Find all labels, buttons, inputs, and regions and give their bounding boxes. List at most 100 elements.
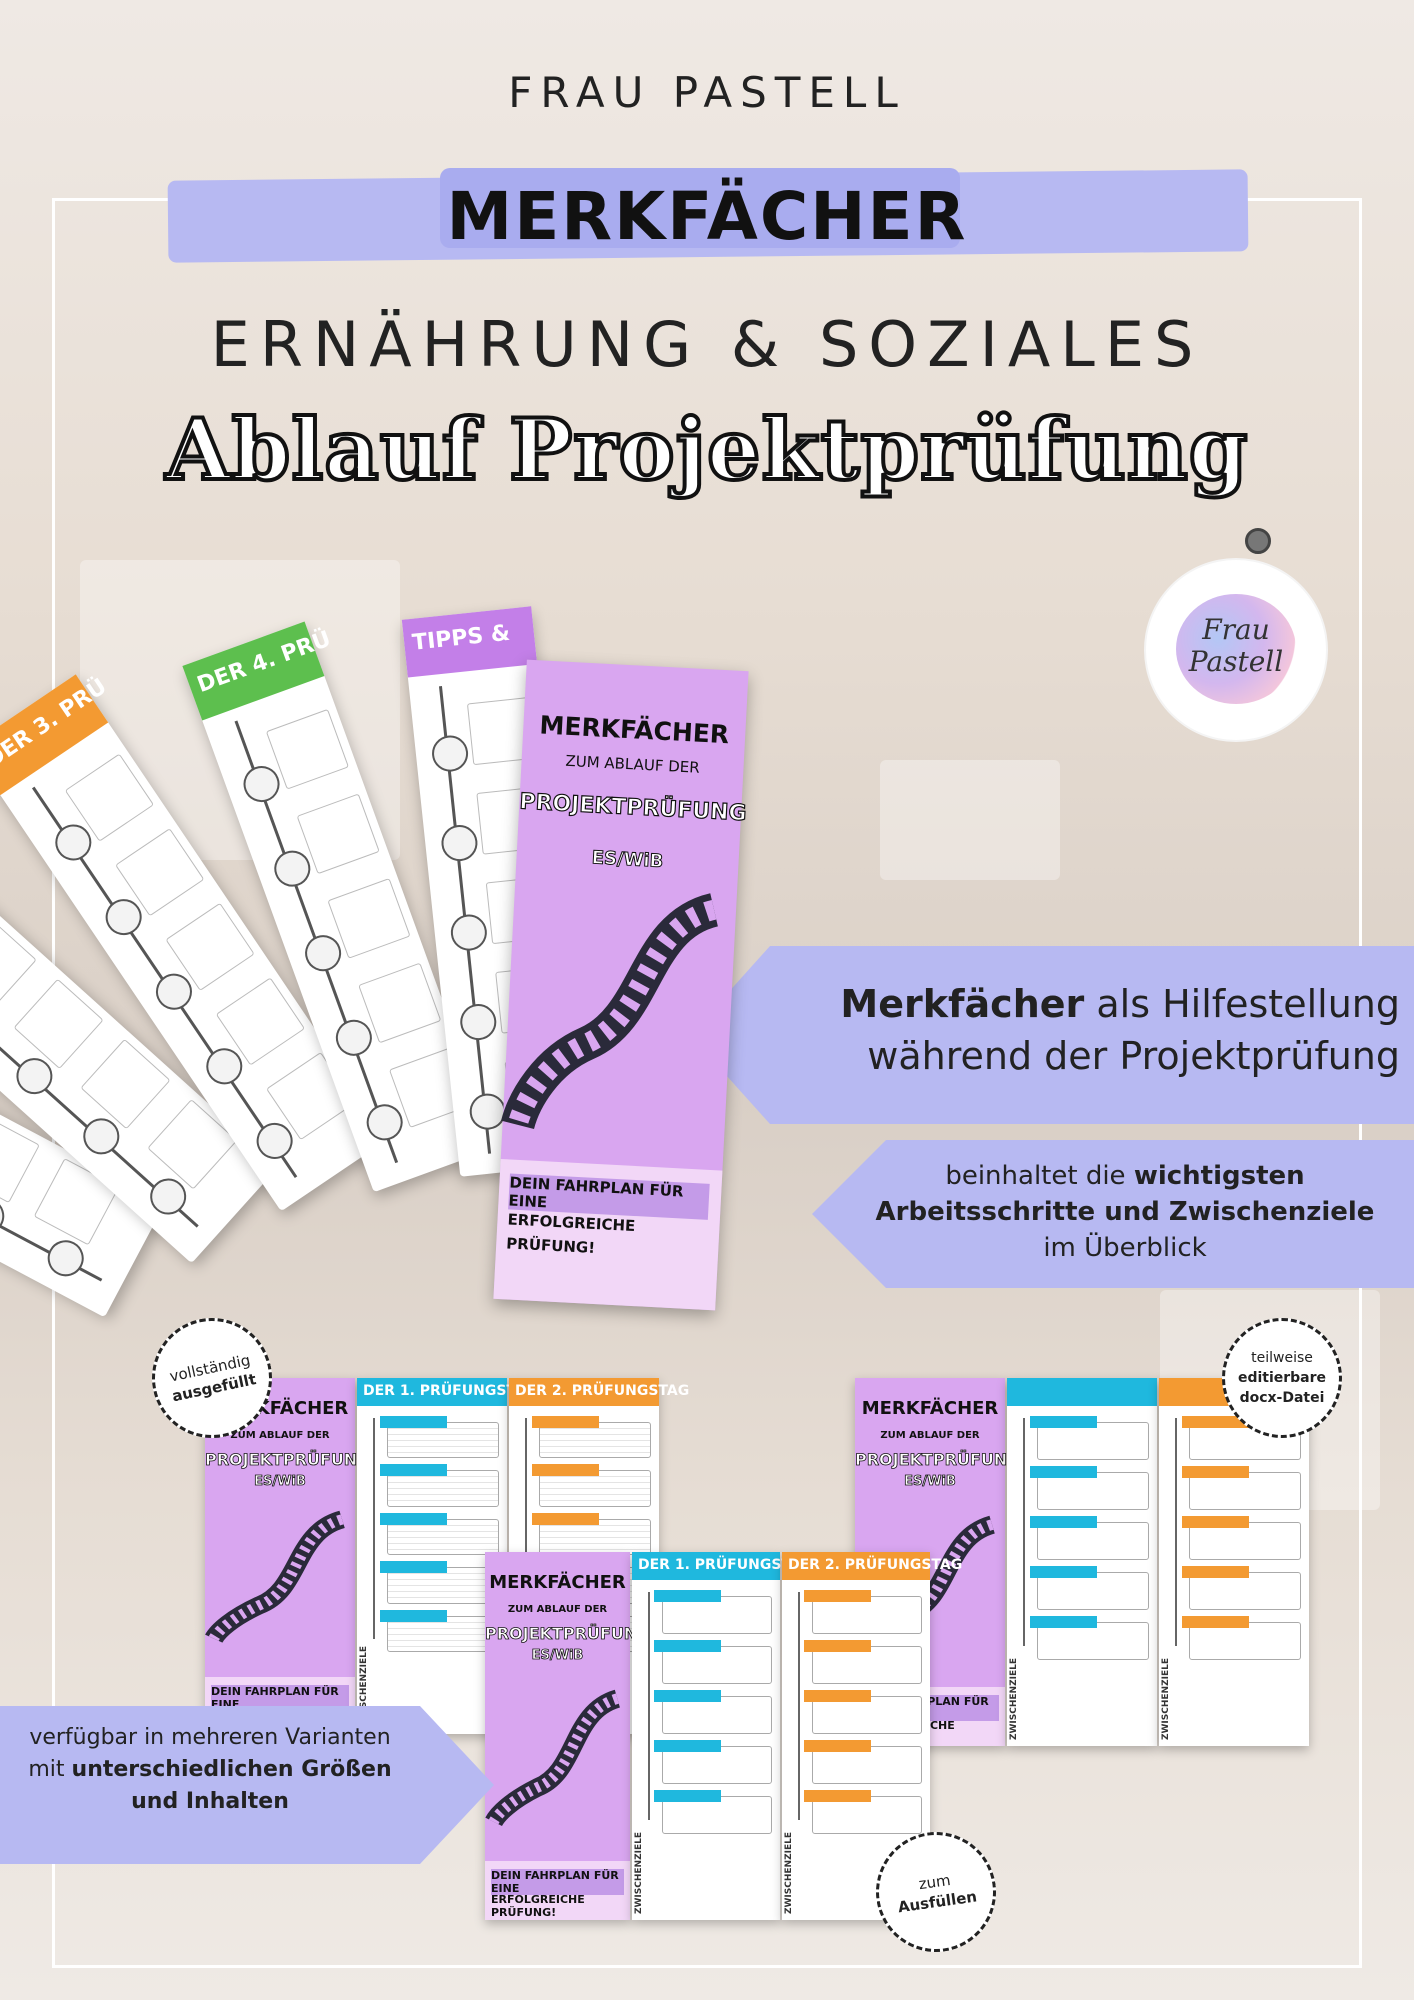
timeline-icon [449, 912, 489, 953]
timeline-icon [439, 823, 480, 863]
preview-cover-text: MERKFÄCHER [489, 1572, 626, 1593]
step-tag [1029, 1616, 1097, 1629]
callout-varianten: verfügbar in mehreren Varianten mit unte… [10, 1722, 410, 1818]
callout-text: mit [28, 1757, 72, 1782]
preview-cover-text: ES/WiB [904, 1474, 957, 1490]
step-tag [379, 1561, 447, 1574]
cover-footer: DEIN FAHRPLAN FÜR EINE ERFOLGREICHE PRÜF… [493, 1158, 723, 1311]
zwischenziele-label: ZWISCHENZIELE [1161, 1657, 1171, 1740]
step-tag [654, 1790, 721, 1803]
preview-page-header: DER 1. PRÜFUNGSTAG [632, 1552, 812, 1580]
step-tag [531, 1512, 599, 1525]
cover-footer-line2: ERFOLGREICHE PRÜFUNG! [505, 1210, 636, 1257]
step-tag [1181, 1466, 1249, 1479]
headline: Ablauf Projektprüfung [163, 398, 1249, 501]
cover-main: PROJEKTPRÜFUNG [518, 789, 748, 827]
callout-bold: wichtigsten [1133, 1161, 1305, 1191]
step-tag [804, 1590, 871, 1602]
brand-name: FRAU PASTELL [508, 68, 906, 117]
cover-main-sub: ES/WiB [591, 847, 665, 873]
callout-arrow-shape [0, 1706, 494, 1864]
railway-track-icon [485, 1689, 621, 1827]
cover-title: MERKFÄCHER [538, 710, 730, 750]
step-tag [804, 1640, 871, 1653]
preview-page-header [1007, 1378, 1157, 1406]
preview-cover-text: PROJEKTPRÜFUNG [205, 1450, 371, 1470]
callout-text: im Überblick [1043, 1233, 1207, 1263]
callout-arbeitsschritte: beinhaltet die wichtigsten Arbeitsschrit… [860, 1158, 1390, 1266]
background-cabinet [880, 760, 1060, 880]
step-tag [654, 1740, 721, 1753]
preview-cover-footer-text: ERFOLGREICHE PRÜFUNG! [491, 1893, 585, 1920]
callout-arrow-shape [812, 1140, 1414, 1288]
preview-cover-text: PROJEKTPRÜFUNG [485, 1624, 651, 1644]
callout-text: während der Projektprüfung [867, 1034, 1400, 1078]
step-tag [379, 1609, 447, 1622]
step-box [387, 1518, 499, 1556]
preview-cover: MERKFÄCHER ZUM ABLAUF DER PROJEKTPRÜFUNG ES… [485, 1552, 651, 1920]
timeline-icon [238, 760, 285, 808]
preview-cover-text: ES/WiB [254, 1474, 307, 1490]
pin-icon [1245, 528, 1271, 554]
preview-page-header: DER 2. PRÜFUNGSTAG [509, 1378, 689, 1406]
zwischenziele-label: ZWISCHENZIELE [634, 1831, 644, 1914]
step-tag [1029, 1416, 1097, 1428]
step-tag [531, 1464, 599, 1477]
preview-cover-text: PROJEKTPRÜFUNG [855, 1450, 1021, 1470]
preview-cover-text: ZUM ABLAUF DER [507, 1604, 608, 1615]
step-tag [654, 1590, 721, 1602]
timeline-icon [430, 733, 470, 774]
step-box [0, 918, 37, 1009]
timeline-icon [361, 1099, 408, 1146]
preview-page: DER 1. PRÜFUNGSTAG ZWISCHENZIELE [632, 1552, 812, 1920]
step-tag [531, 1416, 599, 1428]
callout-text: als Hilfestellung [1084, 982, 1400, 1026]
cover-card: MERKFÄCHER ZUM ABLAUF DER PROJEKTPRÜFUNG… [493, 659, 749, 1311]
step-tag [1029, 1516, 1097, 1529]
preview-cover-text: ZUM ABLAUF DER [230, 1430, 330, 1441]
timeline-line [648, 1592, 650, 1821]
page-title: MERKFÄCHER [446, 178, 968, 255]
brand-logo: Frau Pastell [1146, 560, 1326, 740]
timeline-line [1175, 1418, 1177, 1647]
callout-bold: Arbeitsschritte und Zwischenziele [875, 1197, 1375, 1227]
step-box [539, 1422, 651, 1459]
cover-subline: ZUM ABLAUF DER [565, 751, 701, 777]
logo-text: Frau Pastell [1188, 613, 1284, 678]
preview-cover-text: ZUM ABLAUF DER [880, 1430, 980, 1441]
timeline-line [373, 1418, 375, 1639]
callout-hilfestellung: Merkfächer als Hilfestellung während der… [760, 978, 1400, 1082]
step-box [0, 1115, 40, 1204]
timeline-line [1023, 1418, 1025, 1647]
step-tag [804, 1790, 871, 1803]
callout-bold: und Inhalten [131, 1789, 289, 1814]
preview-page: ZWISCHENZIELE [1159, 1378, 1309, 1746]
fan-card-header: TIPPS & [401, 606, 538, 678]
timeline-line [798, 1592, 800, 1821]
preview-page-header: DER 2. PRÜFUNGSTAG [782, 1552, 962, 1580]
railway-track-icon [501, 893, 719, 1130]
step-tag [1181, 1516, 1249, 1529]
timeline-icon [458, 1002, 499, 1042]
railway-track-icon [205, 1511, 346, 1644]
timeline-icon [269, 845, 316, 892]
preview-cover-text: ES/WiB [531, 1648, 584, 1664]
step-tag [1181, 1416, 1249, 1428]
step-tag [1029, 1566, 1097, 1579]
preview-page-header: DER 1. PRÜFUNGSTAG [357, 1378, 537, 1406]
step-tag [654, 1640, 721, 1653]
step-tag [1029, 1466, 1097, 1479]
preview-cover-text: MERKFÄCHER [861, 1398, 999, 1419]
step-tag [379, 1512, 447, 1525]
callout-text: verfügbar in mehreren Varianten [29, 1725, 391, 1750]
badge-editierbar: teilweise editierbare docx-Datei [1222, 1318, 1342, 1438]
preview-cover-footer-text: DEIN FAHRPLAN FÜR EINE [491, 1869, 624, 1896]
callout-bold: Merkfächer [840, 982, 1085, 1026]
step-box [539, 1470, 651, 1507]
step-tag [654, 1690, 721, 1703]
step-tag [379, 1416, 447, 1428]
subtitle: ERNÄHRUNG & SOZIALES [210, 308, 1204, 381]
timeline-icon [300, 930, 347, 977]
